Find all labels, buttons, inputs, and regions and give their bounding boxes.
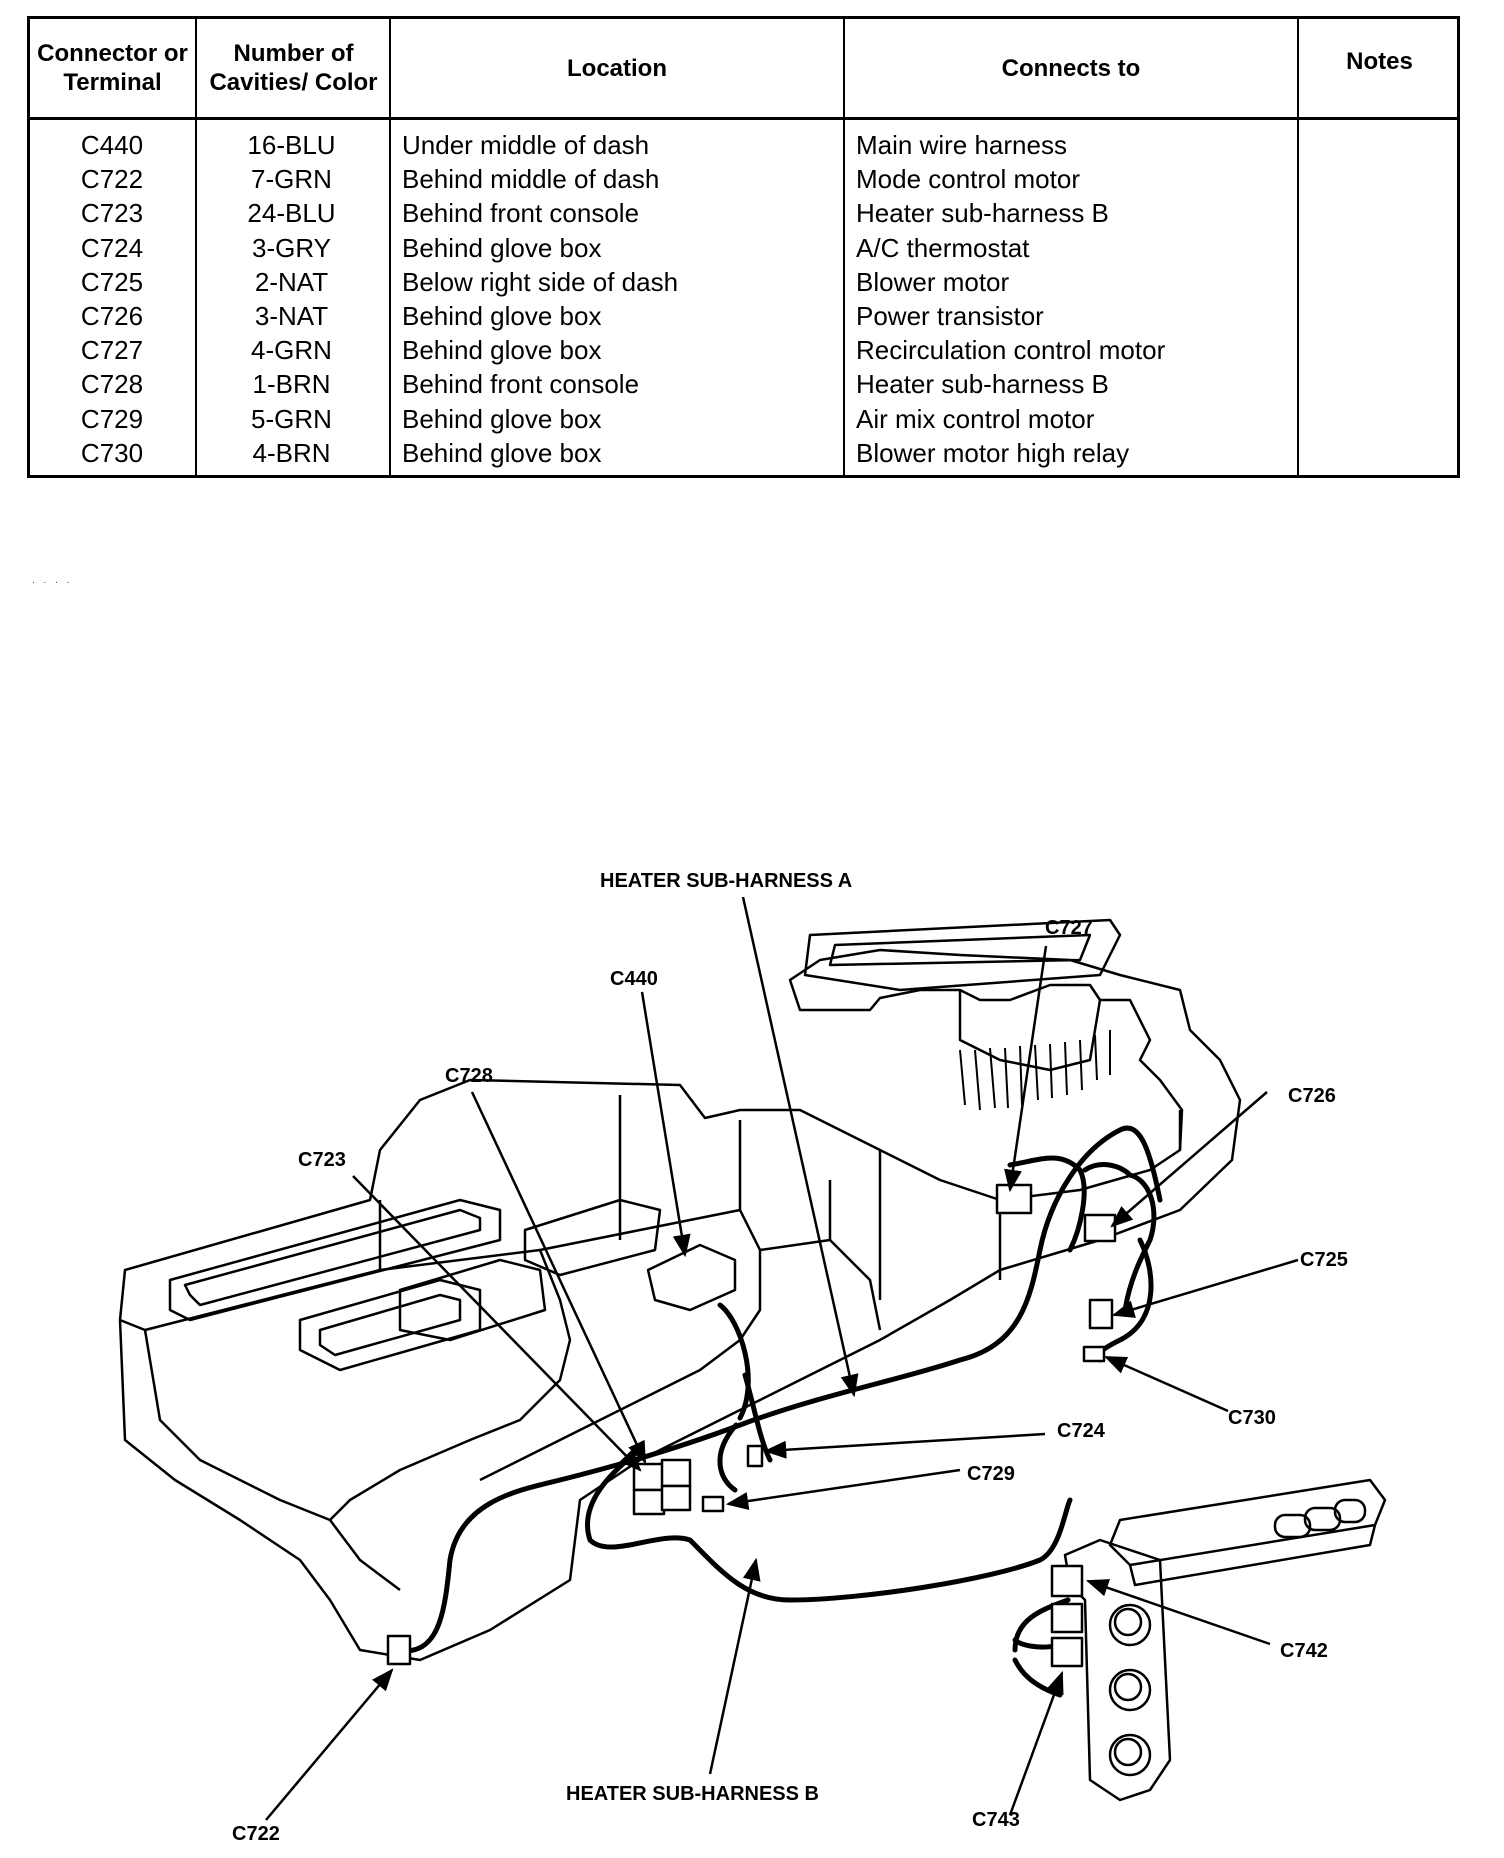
cell-connects-to: Air mix control motor [856,403,1095,434]
cell-cavities: 2-NAT [254,266,329,297]
control-panel [1063,1478,1387,1802]
column-divider [195,19,197,475]
cell-cavities: 4-BRN [252,437,331,468]
cell-connector: C722 [80,164,144,195]
duct-outlets [168,918,1122,1372]
cell-location: Below right side of dash [402,266,679,297]
cell-connector: C730 [80,437,144,468]
header-location: Location [567,54,667,82]
label-c730: C730 [1228,1407,1276,1429]
label-c729: C729 [967,1463,1015,1485]
table-row: C727 4-GRN Behind glove box Recirculatio… [30,333,1457,367]
connector-table: Connector or Terminal Number of Cavities… [27,16,1460,478]
connector-c724-block [746,1444,764,1468]
connector-c728-block [660,1458,692,1488]
label-c724: C724 [1057,1420,1106,1442]
heater-unit-housing [118,948,1242,1662]
cell-location: Behind front console [402,198,640,229]
table-row: C729 5-GRN Behind glove box Air mix cont… [30,402,1457,436]
label-heater-sub-harness-a: HEATER SUB-HARNESS A [600,870,852,892]
cell-cavities: 3-GRY [252,232,331,263]
table-row: C724 3-GRY Behind glove box A/C thermost… [30,231,1457,265]
connector-blocks [386,1183,1117,1668]
cell-location: Behind glove box [402,437,602,468]
cell-cavities: 1-BRN [252,369,331,400]
cell-location: Behind glove box [402,232,602,263]
connector-c440-block [646,1243,737,1312]
cell-location: Behind glove box [402,403,602,434]
header-connects-to: Connects to [1001,54,1141,82]
cell-cavities: 5-GRN [251,403,332,434]
cell-cavities: 7-GRN [251,164,332,195]
table-row: C725 2-NAT Below right side of dash Blow… [30,265,1457,299]
cell-location: Behind front console [402,369,640,400]
connector-c725-block [1088,1298,1114,1330]
cell-cavities: 24-BLU [247,198,336,229]
label-heater-sub-harness-b: HEATER SUB-HARNESS B [566,1783,819,1805]
header-connector: Connector or Terminal [37,40,188,96]
cell-connects-to: A/C thermostat [856,232,1030,263]
column-divider [1297,19,1299,475]
table-row: C440 16-BLU Under middle of dash Main wi… [30,128,1457,162]
cell-connector: C727 [80,335,144,366]
table-row: C728 1-BRN Behind front console Heater s… [30,367,1457,401]
cell-connector: C440 [80,130,144,160]
cell-connector: C725 [80,266,144,297]
table-row: C726 3-NAT Behind glove box Power transi… [30,299,1457,333]
cell-connector: C723 [80,198,144,229]
cell-connects-to: Mode control motor [856,164,1080,195]
table-row: C723 24-BLU Behind front console Heater … [30,196,1457,230]
cell-cavities: 3-NAT [254,300,329,331]
header-cavities: Number of Cavities/ Color [209,40,378,96]
label-c440: C440 [610,968,658,990]
table-row: C722 7-GRN Behind middle of dash Mode co… [30,162,1457,196]
label-c722: C722 [232,1823,280,1845]
scan-speck: . . . . [32,575,73,586]
cell-connects-to: Heater sub-harness B [856,198,1109,229]
connector-c743-block [1050,1636,1084,1668]
connector-c726-block [1083,1213,1117,1243]
cell-connects-to: Blower motor high relay [856,437,1130,468]
cell-connector: C726 [80,300,144,331]
table-row: C730 4-BRN Behind glove box Blower motor… [30,436,1457,470]
connector-c722-block [386,1634,412,1666]
label-c742: C742 [1280,1640,1328,1662]
cell-cavities: 16-BLU [247,130,336,160]
cell-location: Under middle of dash [402,130,650,160]
header-notes: Notes [1346,48,1413,75]
harness-wires [403,1125,1163,1698]
cell-connects-to: Power transistor [856,300,1044,331]
cell-connects-to: Main wire harness [856,130,1067,160]
cell-location: Behind glove box [402,300,602,331]
cell-cavities: 4-GRN [251,335,332,366]
cell-connector: C728 [80,369,144,400]
cell-connector: C724 [80,232,144,263]
cell-connects-to: Heater sub-harness B [856,369,1109,400]
column-divider [843,19,845,475]
vent-grille [959,1030,1111,1111]
cell-connector: C729 [80,403,144,434]
column-divider [389,19,391,475]
connector-c729-block [701,1495,725,1513]
cell-location: Behind glove box [402,335,602,366]
label-c727: C727 [1045,917,1093,939]
connector-c742-block [1050,1564,1084,1598]
label-c728: C728 [445,1065,493,1087]
connector-c730-block [1082,1345,1106,1363]
label-c743: C743 [972,1809,1020,1831]
label-c726: C726 [1288,1085,1336,1107]
table-body: C440 16-BLU Under middle of dash Main wi… [30,128,1457,470]
label-c725: C725 [1300,1249,1348,1271]
connector-c727-block [995,1183,1033,1215]
label-c723: C723 [298,1149,346,1171]
cell-connects-to: Recirculation control motor [856,335,1166,366]
leader-arrows [265,896,1299,1821]
header-divider [30,117,1457,120]
cell-connects-to: Blower motor [856,266,1010,297]
cell-location: Behind middle of dash [402,164,660,195]
